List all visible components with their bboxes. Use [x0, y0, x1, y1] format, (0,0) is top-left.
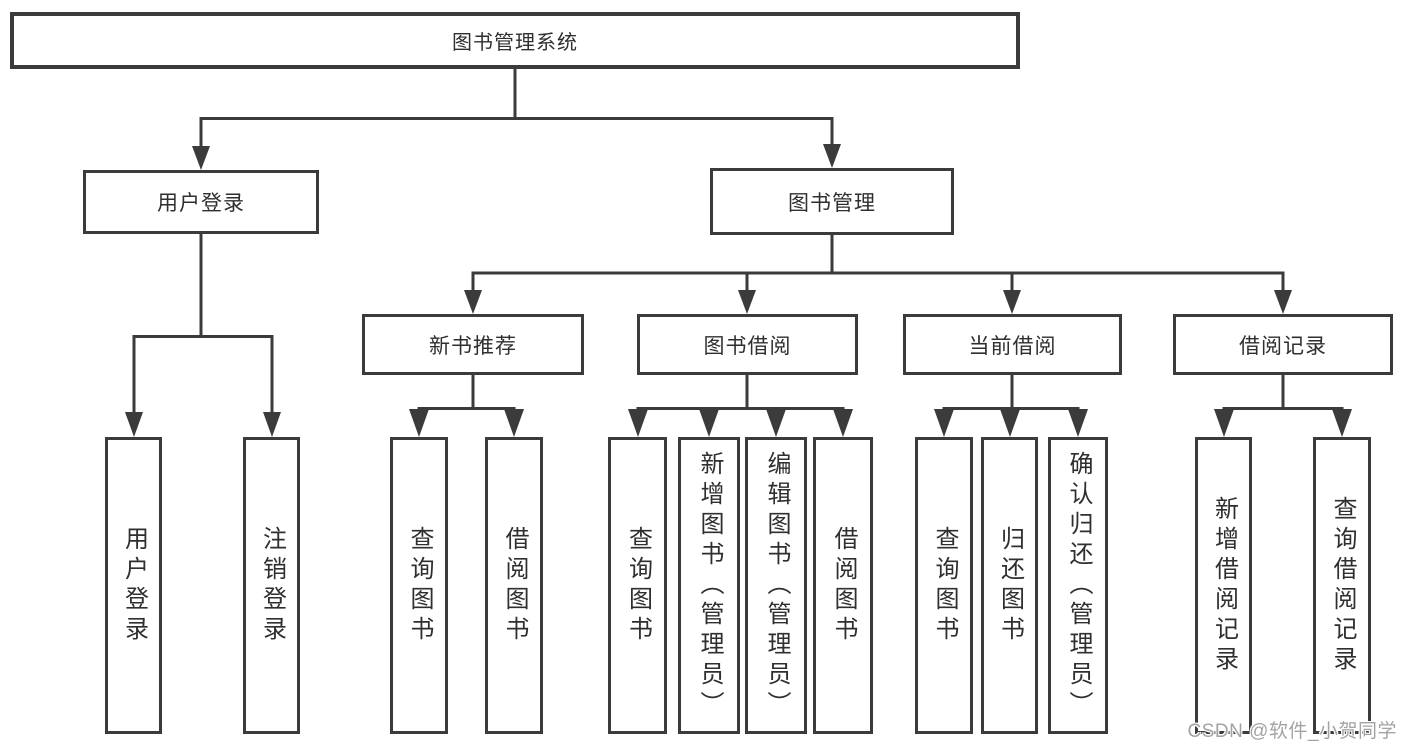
leaf-confirm-return-admin: 确认归还（管理员） [1048, 437, 1108, 734]
leaf-user-login: 用户登录 [105, 437, 162, 734]
leaf-add-borrow-record-label: 新增借阅记录 [1210, 495, 1238, 676]
leaf-borrow-book-recommend: 借阅图书 [485, 437, 543, 734]
leaf-logout: 注销登录 [243, 437, 300, 734]
node-user-login: 用户登录 [83, 170, 319, 234]
node-new-book-recommendation-label: 新书推荐 [429, 334, 517, 358]
leaf-user-login-label: 用户登录 [120, 525, 148, 646]
leaf-logout-label: 注销登录 [258, 525, 286, 646]
leaf-borrow-book-borrowing-label: 借阅图书 [830, 525, 857, 646]
node-new-book-recommendation: 新书推荐 [362, 314, 584, 375]
leaf-return-book: 归还图书 [981, 437, 1038, 734]
node-book-borrowing-label: 图书借阅 [703, 334, 792, 358]
leaf-edit-book-admin: 编辑图书（管理员） [745, 437, 807, 734]
node-current-borrowing: 当前借阅 [903, 314, 1122, 375]
node-current-borrowing-label: 当前借阅 [968, 334, 1057, 358]
watermark: CSDN @软件_小贺同学 [1187, 721, 1397, 742]
leaf-return-book-label: 归还图书 [996, 525, 1024, 646]
node-user-login-label: 用户登录 [157, 192, 245, 215]
node-book-borrowing: 图书借阅 [637, 314, 858, 375]
leaf-query-borrow-record-label: 查询借阅记录 [1329, 495, 1356, 676]
leaf-query-book-borrowing-label: 查询图书 [624, 525, 652, 646]
leaf-query-book-recommend-label: 查询图书 [406, 525, 433, 646]
leaf-add-book-admin-label: 新增图书（管理员） [696, 450, 723, 721]
node-library-system-label: 图书管理系统 [452, 32, 578, 54]
leaf-query-book-current-label: 查询图书 [931, 525, 958, 646]
leaf-query-book-current: 查询图书 [915, 437, 973, 734]
node-borrowing-records: 借阅记录 [1173, 314, 1393, 375]
leaf-query-book-borrowing: 查询图书 [608, 437, 667, 734]
leaf-borrow-book-recommend-label: 借阅图书 [501, 525, 528, 646]
leaf-edit-book-admin-label: 编辑图书（管理员） [763, 450, 790, 721]
node-borrowing-records-label: 借阅记录 [1239, 334, 1327, 358]
node-book-management-label: 图书管理 [788, 191, 876, 215]
leaf-add-book-admin: 新增图书（管理员） [678, 437, 740, 734]
leaf-query-borrow-record: 查询借阅记录 [1313, 437, 1371, 734]
node-library-system: 图书管理系统 [10, 12, 1020, 69]
leaf-borrow-book-borrowing: 借阅图书 [813, 437, 873, 734]
leaf-add-borrow-record: 新增借阅记录 [1195, 437, 1252, 734]
node-book-management: 图书管理 [710, 168, 954, 235]
leaf-query-book-recommend: 查询图书 [390, 437, 448, 734]
leaf-confirm-return-admin-label: 确认归还（管理员） [1065, 450, 1092, 721]
